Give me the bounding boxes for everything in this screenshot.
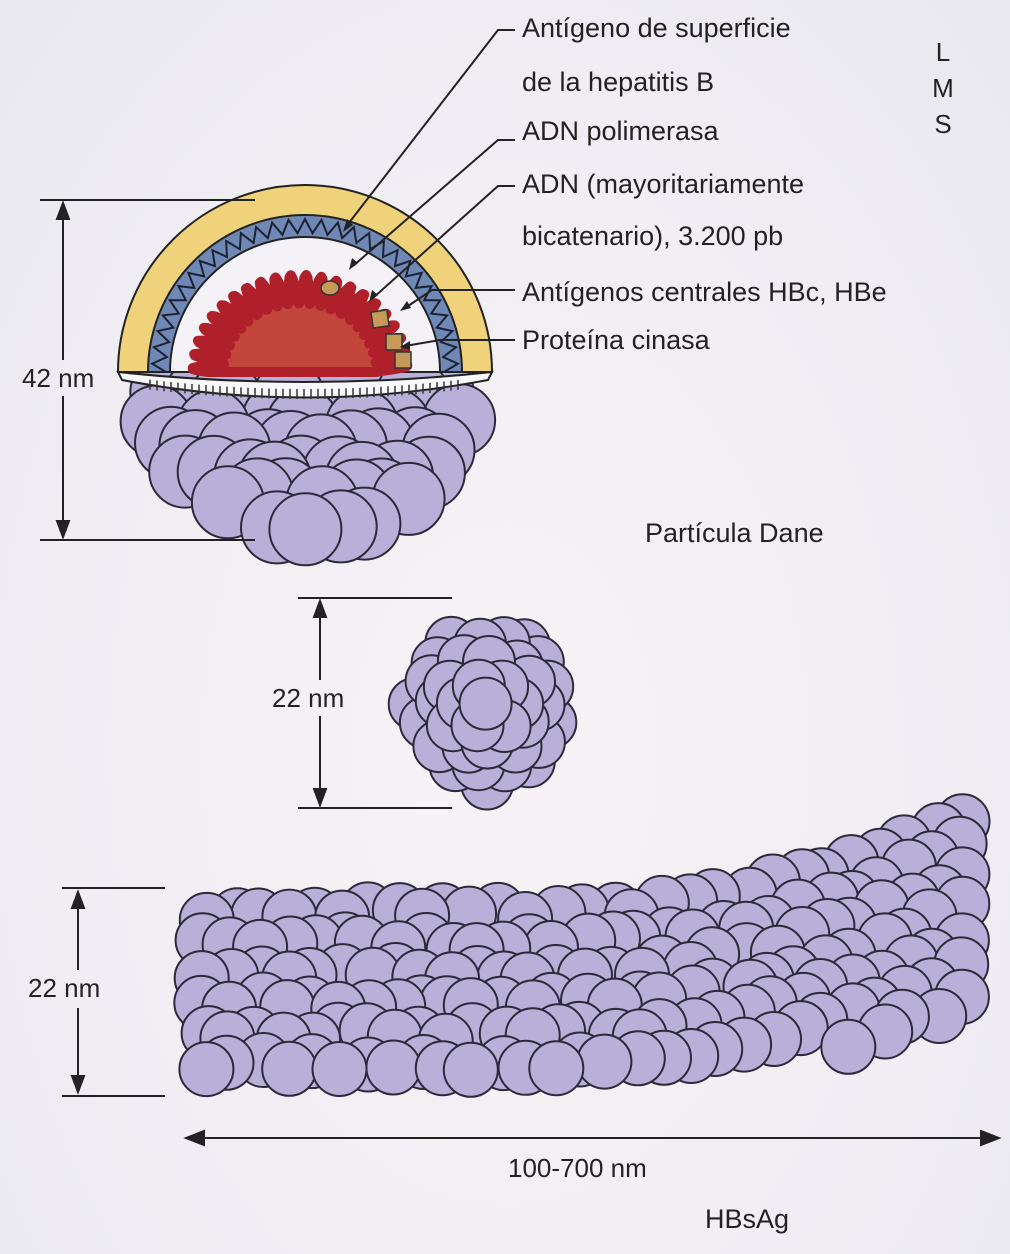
lms-label-s: S (930, 108, 956, 140)
label-protein-kinase: Proteína cinasa (522, 324, 710, 356)
dimension-label-22nm-sphere: 22 nm (272, 682, 344, 714)
core-antigen-block (371, 310, 389, 328)
label-dna-line2: bicatenario), 3.200 pb (522, 220, 783, 252)
dimension-filament-length (186, 1131, 999, 1145)
label-surface-antigen-line1: Antígeno de superficie (522, 12, 791, 44)
filament-subunit (179, 1042, 233, 1096)
sphere-subunit (460, 678, 512, 730)
hbsag-filamentous-particle (174, 794, 989, 1097)
kinase-block (386, 334, 402, 350)
envelope-protein-subunit (269, 493, 341, 565)
filament-subunit (444, 1043, 498, 1097)
kinase-block (395, 352, 411, 368)
dimension-label-42nm: 42 nm (22, 362, 94, 394)
label-surface-antigen-line2: de la hepatitis B (522, 66, 714, 98)
hbsag-spherical-particle (389, 617, 577, 810)
label-dna-polymerase: ADN polimerasa (522, 115, 719, 147)
label-core-antigens: Antígenos centrales HBc, HBe (522, 276, 887, 308)
dane-particle-cutaway (118, 185, 492, 399)
filament-subunit (577, 1035, 631, 1089)
filament-subunit (821, 1020, 875, 1074)
dimension-label-filament-length: 100-700 nm (508, 1152, 647, 1184)
label-dna-line1: ADN (mayoritariamente (522, 168, 804, 200)
filament-subunit (262, 1042, 316, 1096)
lms-label-m: M (930, 72, 956, 104)
dna-polymerase-blob (321, 281, 339, 295)
lms-label-l: L (930, 36, 956, 68)
filament-subunit (313, 1042, 367, 1096)
caption-dane-particle: Partícula Dane (645, 517, 824, 549)
filament-subunit (529, 1041, 583, 1095)
dimension-label-22nm-filament: 22 nm (28, 972, 100, 1004)
filament-subunit (366, 1041, 420, 1095)
caption-hbsag: HBsAg (705, 1203, 789, 1235)
